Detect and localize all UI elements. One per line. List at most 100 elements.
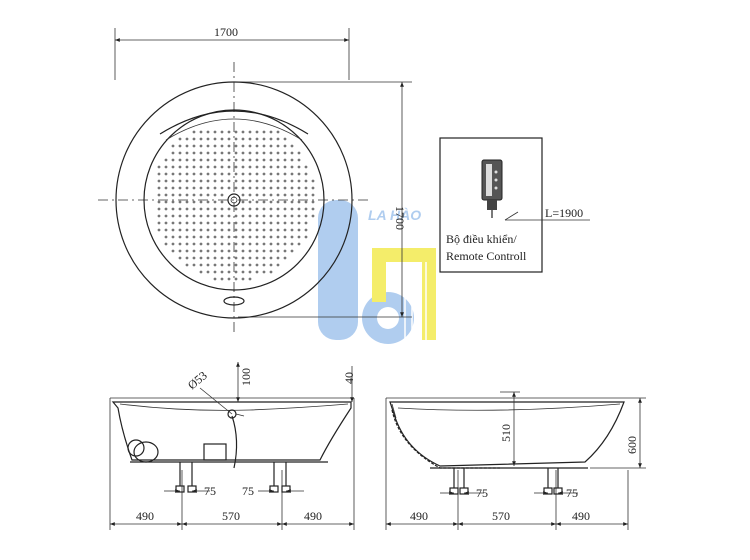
floor-dot — [241, 165, 245, 169]
floor-dot — [213, 235, 217, 239]
floor-dot — [248, 130, 252, 134]
floor-dot — [171, 165, 175, 169]
floor-dot — [255, 242, 259, 246]
floor-dot — [206, 179, 210, 183]
floor-dot — [220, 179, 224, 183]
floor-dot — [178, 186, 182, 190]
floor-dot — [213, 214, 217, 218]
floor-dot — [304, 235, 308, 239]
floor-dot — [234, 256, 238, 260]
floor-dot — [234, 221, 238, 225]
floor-dot — [178, 172, 182, 176]
floor-dot — [185, 235, 189, 239]
floor-dot — [262, 165, 266, 169]
floor-dot — [234, 263, 238, 267]
floor-dot — [220, 186, 224, 190]
floor-dot — [241, 151, 245, 155]
floor-dot — [220, 172, 224, 176]
floor-dot — [283, 214, 287, 218]
floor-dot — [304, 214, 308, 218]
floor-dot — [171, 158, 175, 162]
floor-dot — [255, 179, 259, 183]
floor-dot — [171, 249, 175, 253]
floor-dot — [227, 263, 231, 267]
floor-dot — [157, 214, 161, 218]
floor-dot — [164, 200, 168, 204]
floor-dot — [206, 249, 210, 253]
floor-dot — [192, 130, 196, 134]
floor-dot — [255, 270, 259, 274]
dim-100: 100 — [239, 368, 253, 386]
floor-dot — [241, 200, 245, 204]
floor-dot — [234, 137, 238, 141]
floor-dot — [199, 158, 203, 162]
floor-dot — [241, 242, 245, 246]
floor-dot — [269, 193, 273, 197]
floor-dot — [276, 193, 280, 197]
floor-dot — [199, 221, 203, 225]
floor-dot — [241, 137, 245, 141]
floor-dot — [185, 263, 189, 267]
floor-dot — [283, 200, 287, 204]
floor-dot — [262, 207, 266, 211]
floor-dot — [297, 179, 301, 183]
floor-dot — [234, 151, 238, 155]
floor-dot — [248, 151, 252, 155]
floor-dot — [199, 172, 203, 176]
floor-dot — [178, 207, 182, 211]
floor-dot — [192, 172, 196, 176]
floor-dot — [290, 228, 294, 232]
floor-dot — [206, 221, 210, 225]
floor-dot — [255, 214, 259, 218]
floor-dot — [185, 179, 189, 183]
floor-dot — [206, 158, 210, 162]
dim-pipe-diameter: Ø53 — [185, 368, 210, 392]
floor-dot — [248, 137, 252, 141]
floor-dot — [276, 151, 280, 155]
floor-dot — [178, 200, 182, 204]
floor-dot — [206, 200, 210, 204]
floor-dot — [157, 186, 161, 190]
floor-dot — [185, 228, 189, 232]
floor-dot — [297, 221, 301, 225]
floor-dot — [262, 214, 266, 218]
floor-dot — [178, 228, 182, 232]
floor-dot — [171, 144, 175, 148]
floor-dot — [269, 263, 273, 267]
floor-dot — [276, 137, 280, 141]
floor-dot — [255, 256, 259, 260]
floor-dot — [227, 172, 231, 176]
remote-caption-en: Remote Controll — [446, 249, 527, 263]
floor-dot — [213, 221, 217, 225]
floor-dot — [220, 263, 224, 267]
floor-dot — [276, 207, 280, 211]
floor-dot — [276, 249, 280, 253]
floor-dot — [234, 235, 238, 239]
floor-dot — [199, 242, 203, 246]
floor-dot — [255, 130, 259, 134]
floor-dot — [255, 144, 259, 148]
floor-dot — [234, 130, 238, 134]
floor-dot — [241, 228, 245, 232]
floor-dot — [297, 235, 301, 239]
floor-dot — [290, 242, 294, 246]
floor-dot — [206, 130, 210, 134]
floor-dot — [171, 235, 175, 239]
floor-dot — [199, 137, 203, 141]
floor-dot — [290, 214, 294, 218]
floor-dot — [297, 214, 301, 218]
floor-dot — [269, 242, 273, 246]
floor-dot — [220, 249, 224, 253]
floor-dot — [304, 200, 308, 204]
floor-dot — [171, 207, 175, 211]
floor-dot — [290, 186, 294, 190]
floor-dot — [164, 172, 168, 176]
floor-dot — [248, 172, 252, 176]
floor-dot — [171, 179, 175, 183]
floor-dot — [164, 235, 168, 239]
floor-dot — [255, 137, 259, 141]
floor-dot — [192, 242, 196, 246]
floor-dot — [192, 193, 196, 197]
floor-dot — [276, 263, 280, 267]
floor-dot — [164, 221, 168, 225]
